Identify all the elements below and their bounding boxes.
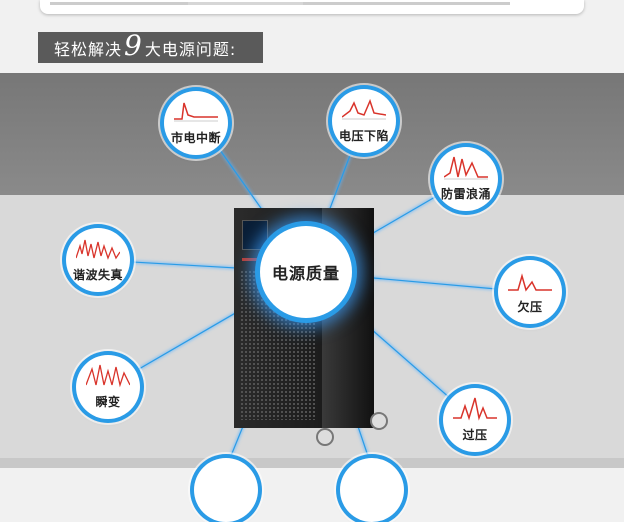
outage-wave-icon (174, 102, 218, 122)
ups-logo-strip (242, 258, 260, 261)
top-card (40, 0, 584, 14)
node-label: 欠压 (517, 300, 543, 314)
node-power-outage: 市电中断 (164, 91, 228, 155)
diagram-dark-band (0, 73, 624, 195)
ups-display (242, 220, 268, 250)
node-label: 市电中断 (170, 131, 221, 145)
surge-wave-icon (444, 156, 488, 180)
section-title-number: 9 (124, 28, 143, 62)
node-harmonic-distortion: 谐波失真 (66, 228, 130, 292)
node-label: 瞬变 (95, 395, 121, 409)
transient-wave-icon (86, 364, 130, 388)
node-label: 防雷浪涌 (440, 187, 491, 201)
top-card-text-line (50, 2, 510, 5)
node-undervoltage: 欠压 (498, 260, 562, 324)
ups-wheel (370, 412, 388, 430)
power-quality-hub: 电源质量 (260, 226, 352, 318)
diagram-floor (0, 458, 624, 468)
overvoltage-wave-icon (453, 397, 497, 421)
undervoltage-wave-icon (508, 273, 552, 292)
node-voltage-sag: 电压下陷 (332, 89, 396, 153)
section-title-prefix: 轻松解决 (54, 39, 123, 59)
node-transient: 瞬变 (76, 355, 140, 419)
node-label: 电压下陷 (338, 129, 389, 143)
section-title-suffix: 大电源问题: (144, 39, 237, 59)
section-title: 轻松解决 9 大电源问题: (38, 28, 263, 63)
node-overvoltage: 过压 (443, 388, 507, 452)
node-surge-protection: 防雷浪涌 (434, 147, 498, 211)
hub-label: 电源质量 (271, 264, 340, 283)
node-label: 过压 (462, 428, 488, 442)
ups-wheel (316, 428, 334, 446)
node-label: 谐波失真 (72, 268, 123, 282)
harmonic-wave-icon (76, 239, 120, 260)
sag-wave-icon (342, 98, 386, 120)
